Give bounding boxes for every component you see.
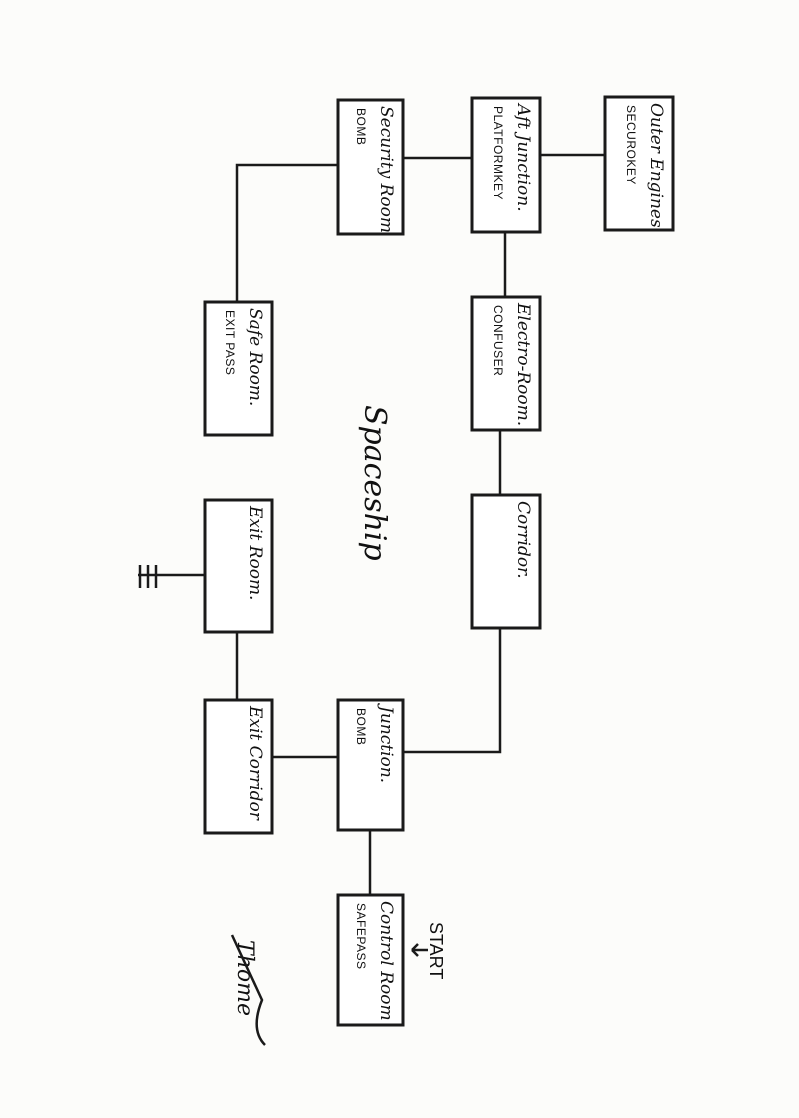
room-name: Corridor. bbox=[513, 501, 533, 579]
room-exit-corridor: Exit Corridor bbox=[203, 698, 274, 835]
room-name: Outer Engines bbox=[646, 103, 666, 228]
room-safe-room: Safe Room. EXIT PASS bbox=[203, 300, 274, 437]
room-box bbox=[336, 893, 405, 1027]
start-arrow-icon bbox=[411, 943, 428, 957]
room-name: Exit Corridor bbox=[245, 705, 265, 821]
room-item: BOMB bbox=[354, 708, 368, 745]
room-name: Control Room bbox=[376, 901, 396, 1021]
room-security-room: Security Room BOMB bbox=[336, 98, 405, 236]
room-box bbox=[470, 295, 542, 432]
room-outer-engines: Outer Engines SECUROKEY bbox=[603, 95, 675, 232]
room-item: SECUROKEY bbox=[624, 105, 638, 185]
room-name: Security Room bbox=[376, 106, 396, 233]
room-item: BOMB bbox=[354, 108, 368, 145]
room-name: Safe Room. bbox=[245, 308, 265, 406]
connector-corridor-junction bbox=[403, 628, 502, 754]
room-aft-junction: Aft Junction. PLATFORMKEY bbox=[470, 96, 542, 234]
room-exit-room: Exit Room. bbox=[203, 498, 274, 634]
diagram-title: Spaceship bbox=[357, 405, 392, 561]
room-item: PLATFORMKEY bbox=[491, 106, 505, 200]
room-box bbox=[470, 96, 542, 234]
room-box bbox=[203, 698, 274, 835]
signature: Thome bbox=[230, 934, 266, 1046]
room-box bbox=[470, 493, 542, 630]
room-name: Electro-Room. bbox=[513, 302, 533, 426]
exit-symbol-icon bbox=[138, 565, 205, 588]
room-box bbox=[603, 95, 675, 232]
room-electro-room: Electro-Room. CONFUSER bbox=[470, 295, 542, 432]
connector-security-safe bbox=[235, 163, 338, 302]
start-label: START bbox=[426, 922, 446, 979]
svg-text:Thome: Thome bbox=[232, 940, 257, 1016]
room-name: Aft Junction. bbox=[513, 102, 533, 212]
room-item: SAFEPASS bbox=[354, 903, 368, 969]
room-name: Exit Room. bbox=[245, 505, 265, 600]
room-name: Junction. bbox=[376, 703, 396, 783]
room-item: EXIT PASS bbox=[223, 310, 237, 375]
room-control-room: Control Room SAFEPASS bbox=[336, 893, 405, 1027]
room-junction: Junction. BOMB bbox=[336, 698, 405, 832]
room-box bbox=[336, 698, 405, 832]
room-corridor: Corridor. bbox=[470, 493, 542, 630]
room-item: CONFUSER bbox=[491, 305, 505, 376]
room-box bbox=[203, 300, 274, 437]
room-box bbox=[336, 98, 405, 236]
room-box bbox=[203, 498, 274, 634]
